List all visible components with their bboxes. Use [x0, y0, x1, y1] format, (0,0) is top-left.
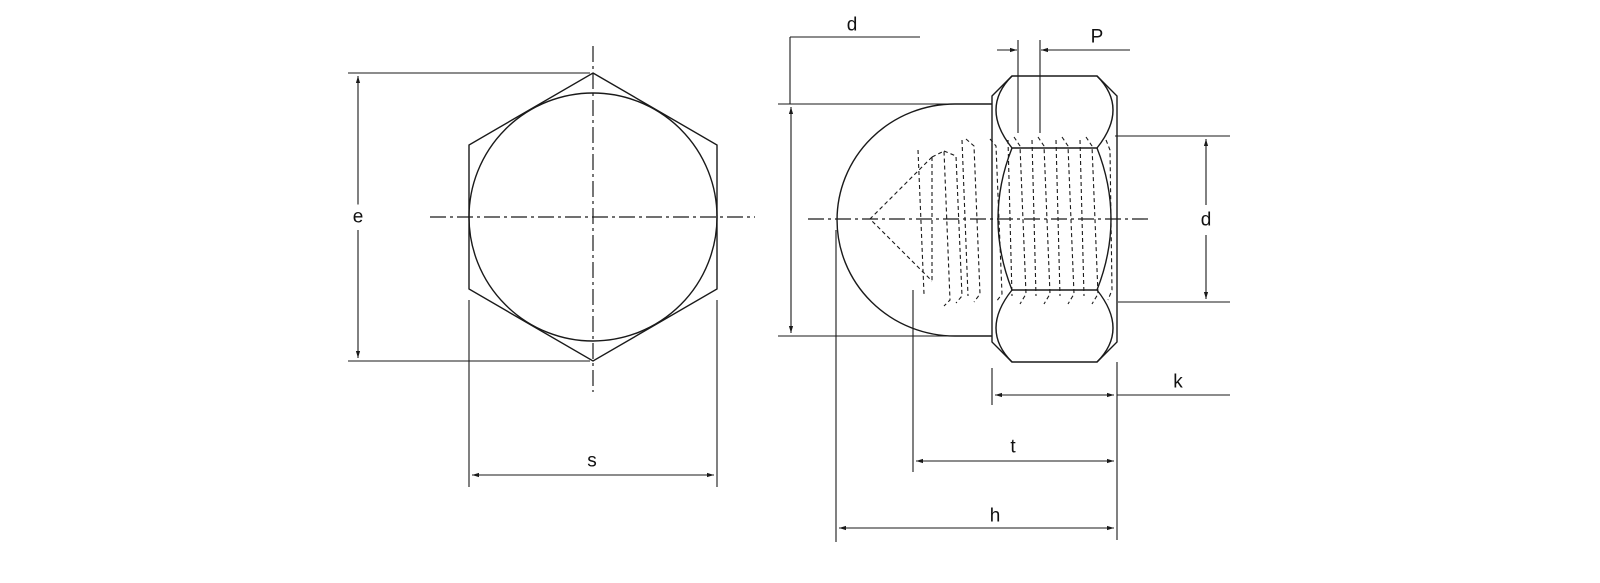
side-view — [778, 36, 1230, 542]
internal-thread-hidden — [917, 136, 1113, 307]
label-s: s — [587, 450, 597, 472]
dome-outline — [836, 103, 992, 337]
end-view — [348, 46, 755, 487]
label-k: k — [1173, 371, 1183, 393]
label-p: P — [1090, 26, 1104, 48]
hex-lower-face — [995, 289, 1114, 363]
label-d-right: d — [1200, 206, 1212, 234]
hexagon-outline — [468, 72, 718, 362]
label-h: h — [989, 505, 1001, 527]
label-d-top: d — [846, 14, 858, 36]
hex-upper-face — [995, 75, 1114, 149]
label-e: e — [352, 204, 364, 230]
label-t: t — [1010, 436, 1016, 458]
